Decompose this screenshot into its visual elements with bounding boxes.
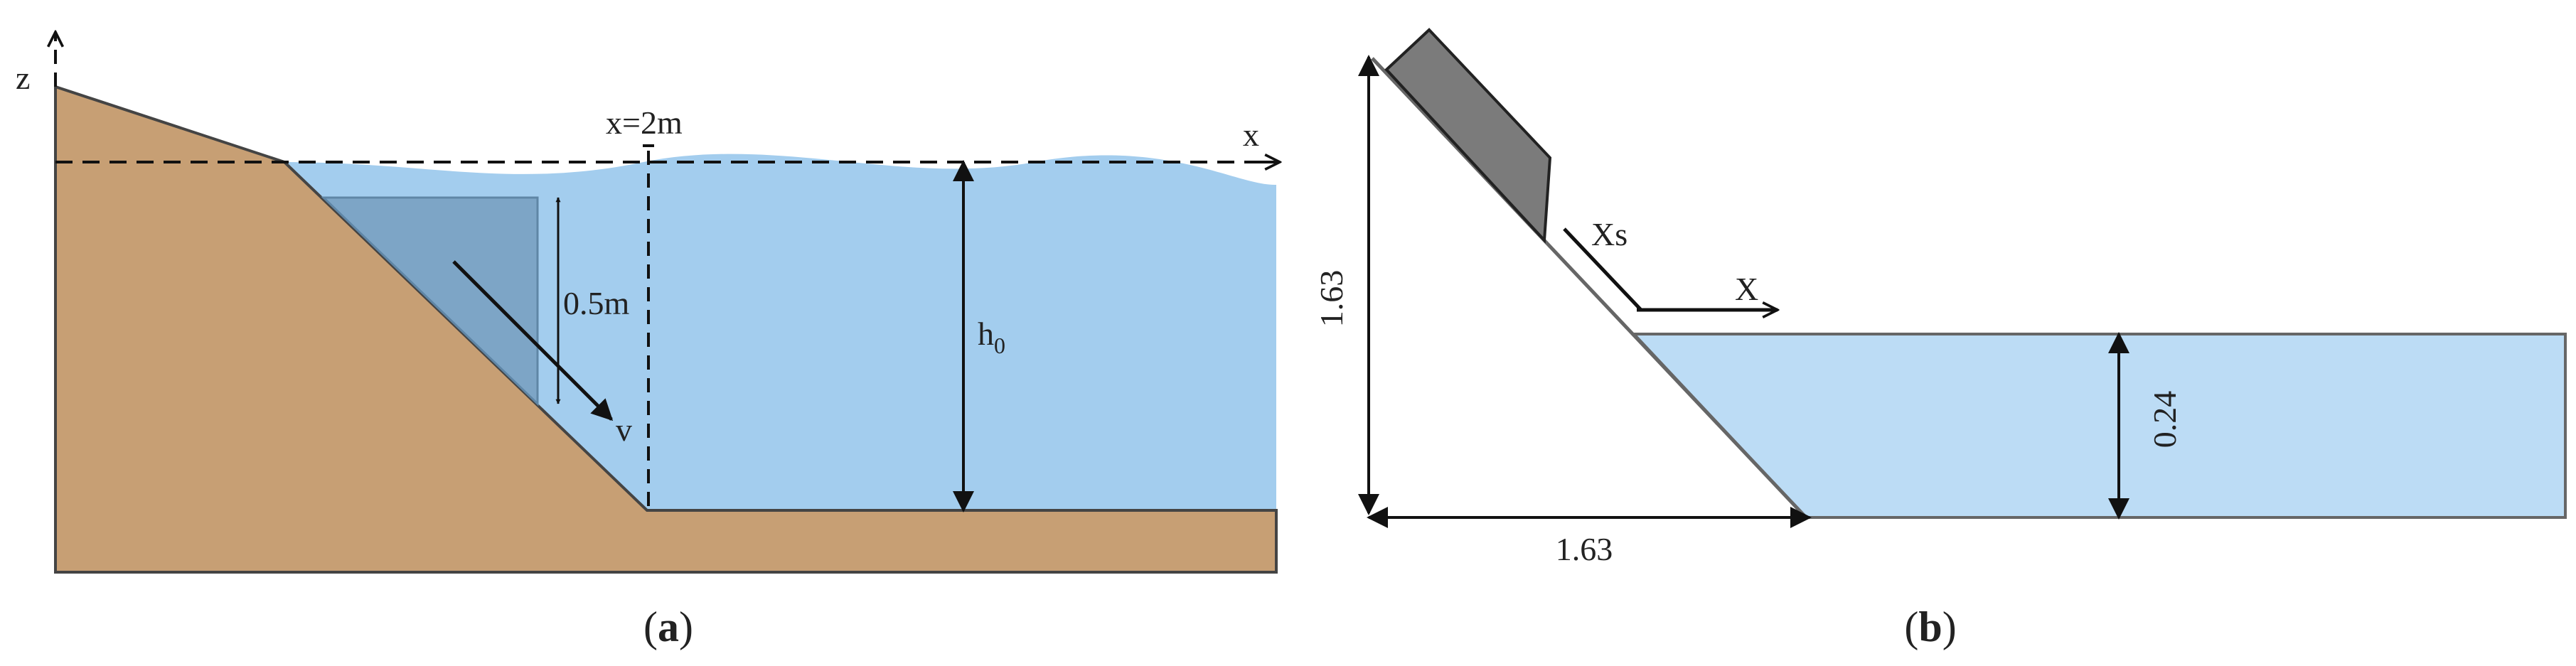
slope-height-label: 1.63 — [1313, 270, 1350, 328]
sliding-block — [321, 196, 539, 407]
x-label: X — [1735, 271, 1758, 307]
marker-label: x=2m — [606, 104, 683, 141]
slope-base-label: 1.63 — [1556, 531, 1613, 567]
axis-x-label: x — [1243, 117, 1259, 153]
axis-z-label: z — [16, 60, 30, 96]
panel-a: z x x=2m 0.5m v h0 (a) — [16, 32, 1280, 650]
xs-line — [1563, 227, 1642, 311]
water-depth-label: 0.24 — [2147, 391, 2183, 449]
panel-b: 1.63 1.63 0.24 Xs X (b) — [1313, 28, 2567, 650]
block-height-label: 0.5m — [563, 285, 630, 321]
velocity-label: v — [616, 412, 632, 448]
slide-block-b — [1384, 28, 1552, 244]
velocity-arrow — [452, 260, 614, 421]
xs-label: Xs — [1591, 216, 1628, 252]
slope-line — [1371, 57, 1807, 519]
water-body-b — [1630, 333, 2567, 519]
caption-b: (b) — [1904, 603, 1956, 650]
caption-a: (a) — [643, 603, 693, 650]
depth-subscript: 0 — [994, 333, 1005, 358]
depth-label: h0 — [978, 316, 1005, 358]
